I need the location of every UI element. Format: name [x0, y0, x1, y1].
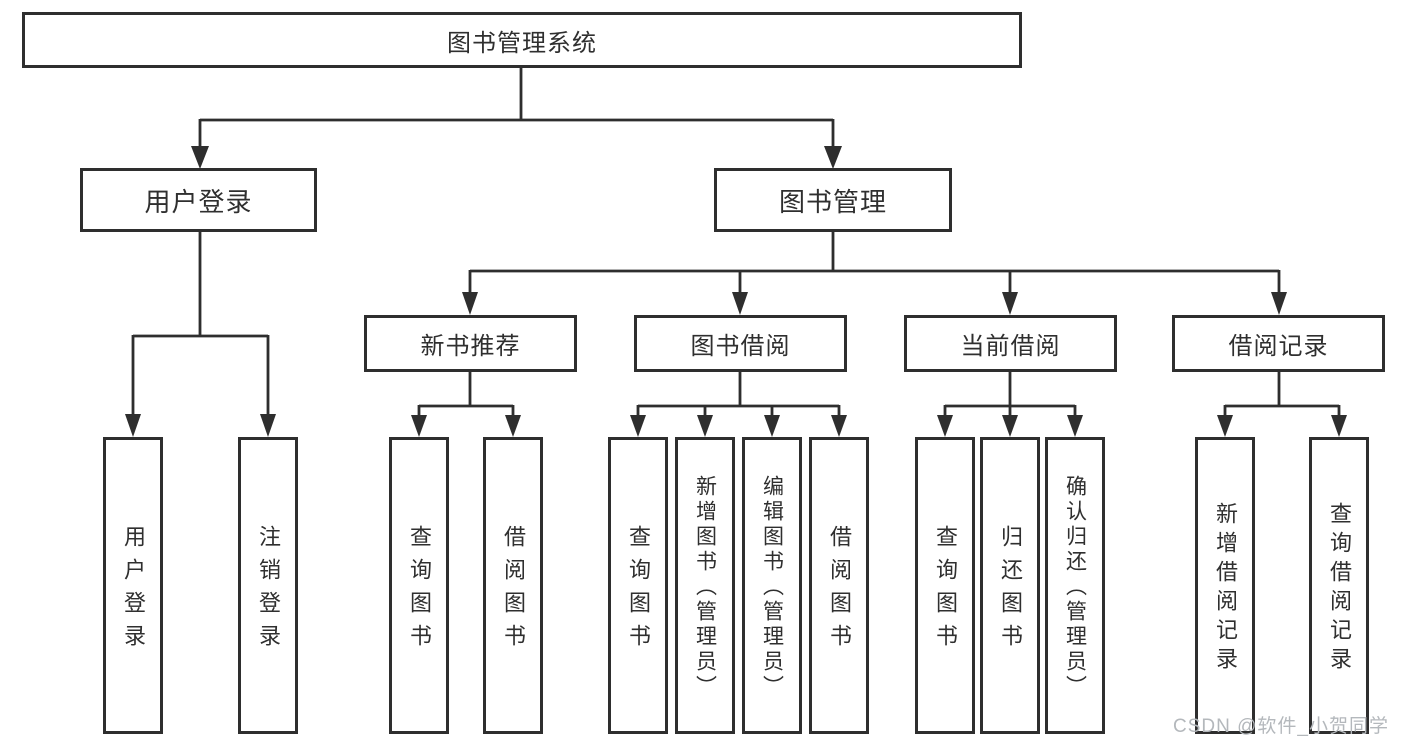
node-label: 图书借阅 [690, 333, 791, 360]
node-user-login: 用户登录 [80, 168, 317, 232]
leaf-current-return-books: 归还图书 [980, 437, 1040, 734]
leaf-label: 确认归还（管理员） [1063, 475, 1087, 700]
node-label: 图书管理系统 [447, 29, 597, 57]
node-current-borrow: 当前借阅 [904, 315, 1117, 372]
leaf-label: 查询图书 [626, 525, 651, 657]
leaf-logout: 注销登录 [238, 437, 298, 734]
leaf-recommend-query-books: 查询图书 [389, 437, 449, 734]
leaf-label: 查询图书 [407, 525, 432, 657]
leaf-label: 新增图书（管理员） [693, 475, 717, 700]
node-book-borrow: 图书借阅 [634, 315, 847, 372]
leaf-label: 归还图书 [998, 525, 1023, 657]
leaf-records-add-borrow-record: 新增借阅记录 [1195, 437, 1255, 734]
leaf-label: 新增借阅记录 [1213, 502, 1238, 676]
leaf-user-login: 用户登录 [103, 437, 163, 734]
csdn-watermark: CSDN @软件_小贺同学 [1173, 716, 1389, 737]
leaf-label: 查询图书 [933, 525, 958, 657]
node-borrow-records: 借阅记录 [1172, 315, 1385, 372]
leaf-borrow-borrow-books: 借阅图书 [809, 437, 869, 734]
node-new-book-recommend: 新书推荐 [364, 315, 577, 372]
node-label: 新书推荐 [420, 333, 521, 360]
leaf-borrow-edit-books-admin: 编辑图书（管理员） [742, 437, 802, 734]
node-label: 用户登录 [144, 186, 253, 217]
leaf-current-confirm-return-admin: 确认归还（管理员） [1045, 437, 1105, 734]
leaf-label: 查询借阅记录 [1327, 502, 1352, 676]
leaf-records-query-borrow-record: 查询借阅记录 [1309, 437, 1369, 734]
leaf-label: 编辑图书（管理员） [760, 475, 784, 700]
node-label: 图书管理 [778, 186, 887, 217]
node-book-management: 图书管理 [714, 168, 952, 232]
leaf-label: 借阅图书 [827, 525, 852, 657]
node-label: 当前借阅 [960, 333, 1061, 360]
leaf-label: 借阅图书 [501, 525, 526, 657]
leaf-label: 用户登录 [121, 525, 146, 657]
leaf-borrow-add-books-admin: 新增图书（管理员） [675, 437, 735, 734]
node-label: 借阅记录 [1228, 333, 1329, 360]
leaf-recommend-borrow-books: 借阅图书 [483, 437, 543, 734]
node-library-management-system: 图书管理系统 [22, 12, 1022, 68]
leaf-borrow-query-books: 查询图书 [608, 437, 668, 734]
leaf-current-query-books: 查询图书 [915, 437, 975, 734]
leaf-label: 注销登录 [256, 525, 281, 657]
